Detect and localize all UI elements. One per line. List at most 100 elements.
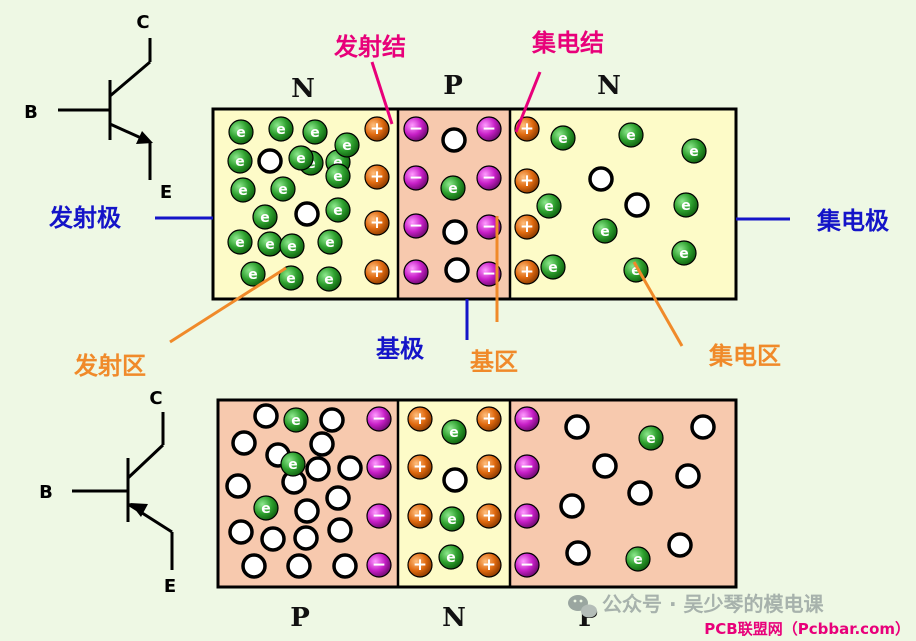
collector-junction-label: 集电结 xyxy=(531,29,604,57)
pnp-outline xyxy=(216,398,738,589)
positive-ion: + xyxy=(407,454,433,480)
base-region-label: 基区 xyxy=(470,348,518,376)
hole xyxy=(257,148,283,174)
watermark-line1: 公众号 · 吴少琴的模电课 xyxy=(602,592,825,616)
hole xyxy=(442,467,468,493)
carrier-glyph: e xyxy=(631,263,641,279)
electron: e xyxy=(302,119,328,145)
electron: e xyxy=(625,546,651,572)
electron: e xyxy=(227,229,253,255)
negative-ion: − xyxy=(366,552,392,578)
hole xyxy=(286,553,312,579)
positive-ion: + xyxy=(364,259,390,285)
electron: e xyxy=(228,119,254,145)
carrier-glyph: + xyxy=(370,167,384,187)
hole xyxy=(565,540,591,566)
positive-ion: + xyxy=(476,552,502,578)
carrier-glyph: − xyxy=(520,457,534,477)
hole xyxy=(319,407,345,433)
carrier-glyph: e xyxy=(296,151,306,167)
npn-carriers: eeeeeeeeeeeeeeeeeeee++++−−−−−−−−e++++eee… xyxy=(227,116,707,292)
carrier-glyph: e xyxy=(558,131,568,147)
npn-region-label-emitter: N xyxy=(291,74,315,104)
negative-ion: − xyxy=(403,213,429,239)
carrier-glyph: e xyxy=(342,138,352,154)
electron: e xyxy=(334,132,360,158)
carrier-glyph: e xyxy=(446,550,456,566)
electron: e xyxy=(288,145,314,171)
hole xyxy=(441,127,467,153)
negative-ion: − xyxy=(366,454,392,480)
collector-electrode-label: 集电极 xyxy=(816,207,889,235)
carrier-glyph: − xyxy=(520,409,534,429)
collector-region-pointer xyxy=(632,261,684,347)
npn-transistor-symbol xyxy=(58,38,152,180)
hole xyxy=(309,431,335,457)
electron: e xyxy=(227,148,253,174)
electron: e xyxy=(550,125,576,151)
hole xyxy=(253,403,279,429)
electron: e xyxy=(673,192,699,218)
carrier-glyph: + xyxy=(413,506,427,526)
negative-ion: − xyxy=(366,406,392,432)
carrier-glyph: − xyxy=(482,168,496,188)
emitter-region-label: 发射区 xyxy=(73,352,146,380)
electron: e xyxy=(268,116,294,142)
carrier-glyph: e xyxy=(248,267,258,283)
electron: e xyxy=(671,240,697,266)
positive-ion: + xyxy=(364,116,390,142)
carrier-glyph: + xyxy=(370,119,384,139)
carrier-glyph: − xyxy=(372,457,386,477)
pnp-emitter-arrow xyxy=(130,503,148,517)
hole xyxy=(294,498,320,524)
carrier-glyph: e xyxy=(333,155,343,171)
carrier-glyph: e xyxy=(278,182,288,198)
electron: e xyxy=(279,233,305,259)
negative-ion: − xyxy=(403,165,429,191)
carrier-glyph: − xyxy=(482,264,496,284)
carrier-glyph: − xyxy=(372,506,386,526)
carrier-glyph: + xyxy=(482,457,496,477)
carrier-glyph: e xyxy=(548,260,558,276)
electron: e xyxy=(438,544,464,570)
carrier-glyph: + xyxy=(482,409,496,429)
negative-ion: − xyxy=(476,116,502,142)
electron: e xyxy=(681,138,707,164)
carrier-glyph: e xyxy=(287,239,297,255)
carrier-glyph: e xyxy=(236,125,246,141)
carrier-glyph: e xyxy=(260,210,270,226)
carrier-glyph: e xyxy=(447,512,457,528)
carrier-glyph: e xyxy=(626,128,636,144)
carrier-glyph: e xyxy=(286,271,296,287)
electron: e xyxy=(316,266,342,292)
hole xyxy=(690,414,716,440)
carrier-glyph: e xyxy=(333,203,343,219)
positive-ion: + xyxy=(514,168,540,194)
npn-emitter-arrow xyxy=(136,131,153,144)
hole xyxy=(327,517,353,543)
carrier-glyph: e xyxy=(261,501,271,517)
hole xyxy=(444,257,470,283)
hole xyxy=(667,532,693,558)
hole xyxy=(294,201,320,227)
electron: e xyxy=(317,229,343,255)
negative-ion: − xyxy=(403,259,429,285)
electron: e xyxy=(439,506,465,532)
positive-ion: + xyxy=(514,259,540,285)
positive-ion: + xyxy=(407,503,433,529)
carrier-glyph: e xyxy=(288,457,298,473)
pnp-carriers: eee−−−−++++++++eee−−−−ee xyxy=(225,403,716,579)
npn-structure: eeeeeeeeeeeeeeeeeeee++++−−−−−−−−e++++eee… xyxy=(211,107,738,301)
carrier-glyph: − xyxy=(372,409,386,429)
carrier-glyph: − xyxy=(409,262,423,282)
positive-ion: + xyxy=(364,164,390,190)
base-electrode-label: 基极 xyxy=(376,335,424,363)
npn-region-label-base: P xyxy=(443,71,463,101)
carrier-glyph: e xyxy=(689,144,699,160)
pnp-symbol-c-label: C xyxy=(149,388,162,409)
collector-junction-pointer xyxy=(514,71,542,133)
carrier-glyph: e xyxy=(544,199,554,215)
carrier-glyph: − xyxy=(482,217,496,237)
carrier-glyph: e xyxy=(235,154,245,170)
carrier-glyph: e xyxy=(276,122,286,138)
